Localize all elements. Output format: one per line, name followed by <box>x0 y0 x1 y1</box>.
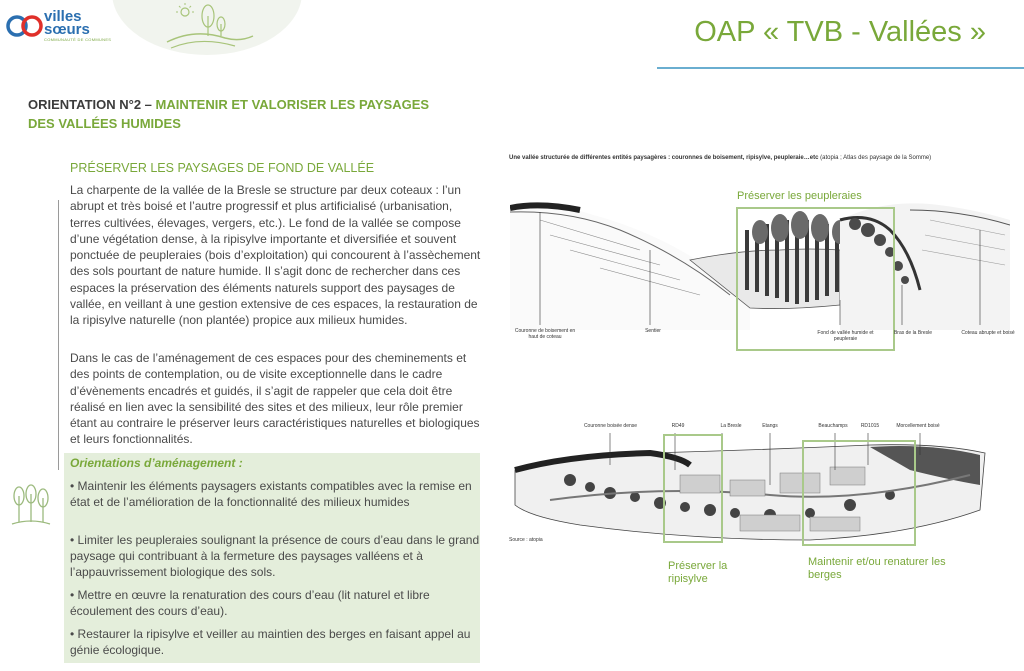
valley-sketch-2 <box>514 433 986 541</box>
orientations-title: Orientations d’aménagement : <box>70 456 243 470</box>
figure1-caption-bold: Une vallée structurée de différentes ent… <box>509 155 819 161</box>
label-rd1015: RD1015 <box>860 423 880 429</box>
paragraph-1: La charpente de la vallée de la Bresle s… <box>70 183 481 328</box>
section-subheading: PRÉSERVER LES PAYSAGES DE FOND DE VALLÉE <box>70 161 375 175</box>
orientation-bullet-1: • Maintenir les éléments paysagers exist… <box>70 479 472 509</box>
label-la-bresle: La Bresle <box>720 423 742 429</box>
orientation-heading: ORIENTATION N°2 – MAINTENIR ET VALORISER… <box>28 95 468 133</box>
orientation-bullet-4: • Restaurer la ripisylve et veiller au m… <box>70 627 471 657</box>
logo-line2: sœurs <box>44 21 90 38</box>
page-title: OAP « TVB - Vallées » <box>694 16 986 48</box>
highlight-box-ripisylve <box>663 434 723 543</box>
heading-prefix: ORIENTATION N°2 – <box>28 97 156 112</box>
label-beauchamps: Beauchamps <box>818 423 848 429</box>
text-rule <box>58 200 59 470</box>
label-rd49: RD49 <box>671 423 685 429</box>
figure1-caption: Une vallée structurée de différentes ent… <box>509 155 931 161</box>
trees-icon <box>11 484 51 525</box>
label-coteau-abrupte: Coteau abrupte et boisé <box>961 330 1015 336</box>
label-fond-vallee: Fond de vallée humide et peupleraie <box>817 330 874 342</box>
paragraph-2: Dans le cas de l’aménagement de ces espa… <box>70 351 480 447</box>
logo-subtitle: COMMUNAUTÉ DE COMMUNES <box>44 37 112 42</box>
heading-line1: MAINTENIR ET VALORISER LES PAYSAGES <box>155 97 430 112</box>
label-preserver-peupleraies: Préserver les peupleraies <box>737 190 862 202</box>
heading-line2: DES VALLÉES HUMIDES <box>28 116 181 131</box>
label-morcellement: Morcellement boisé <box>896 423 940 429</box>
figure1-caption-source: (atopia ; Atlas des paysage de la Somme) <box>818 155 932 161</box>
orientations-panel <box>64 453 480 663</box>
logo-text: villes sœurs <box>44 8 90 38</box>
label-bras-bresle: Bras de la Bresle <box>893 330 933 336</box>
label-preserver-ripisylve: Préserver la ripisylve <box>668 560 728 585</box>
logo-line1: villes <box>44 8 82 25</box>
label-sentier: Sentier <box>645 328 661 334</box>
label-couronne-boisement: Couronne de boisement en haut de coteau <box>514 328 576 340</box>
landscape-icon <box>166 3 254 49</box>
label-couronne-dense: Couronne boisée dense <box>583 423 638 429</box>
logo-mark <box>6 15 43 37</box>
figure2-source: Source : atopia <box>509 537 543 543</box>
label-etangs: Etangs <box>762 423 778 429</box>
valley-sketch-1 <box>510 202 1010 330</box>
highlight-box-berges <box>802 440 916 546</box>
orientation-bullet-2: • Limiter les peupleraies soulignant la … <box>70 533 480 579</box>
highlight-box-peupleraies <box>736 207 895 351</box>
title-underline <box>657 67 1024 69</box>
orientation-bullet-3: • Mettre en œuvre la renaturation des co… <box>70 588 430 618</box>
label-maintenir-berges: Maintenir et/ou renaturer les berges <box>808 556 946 581</box>
